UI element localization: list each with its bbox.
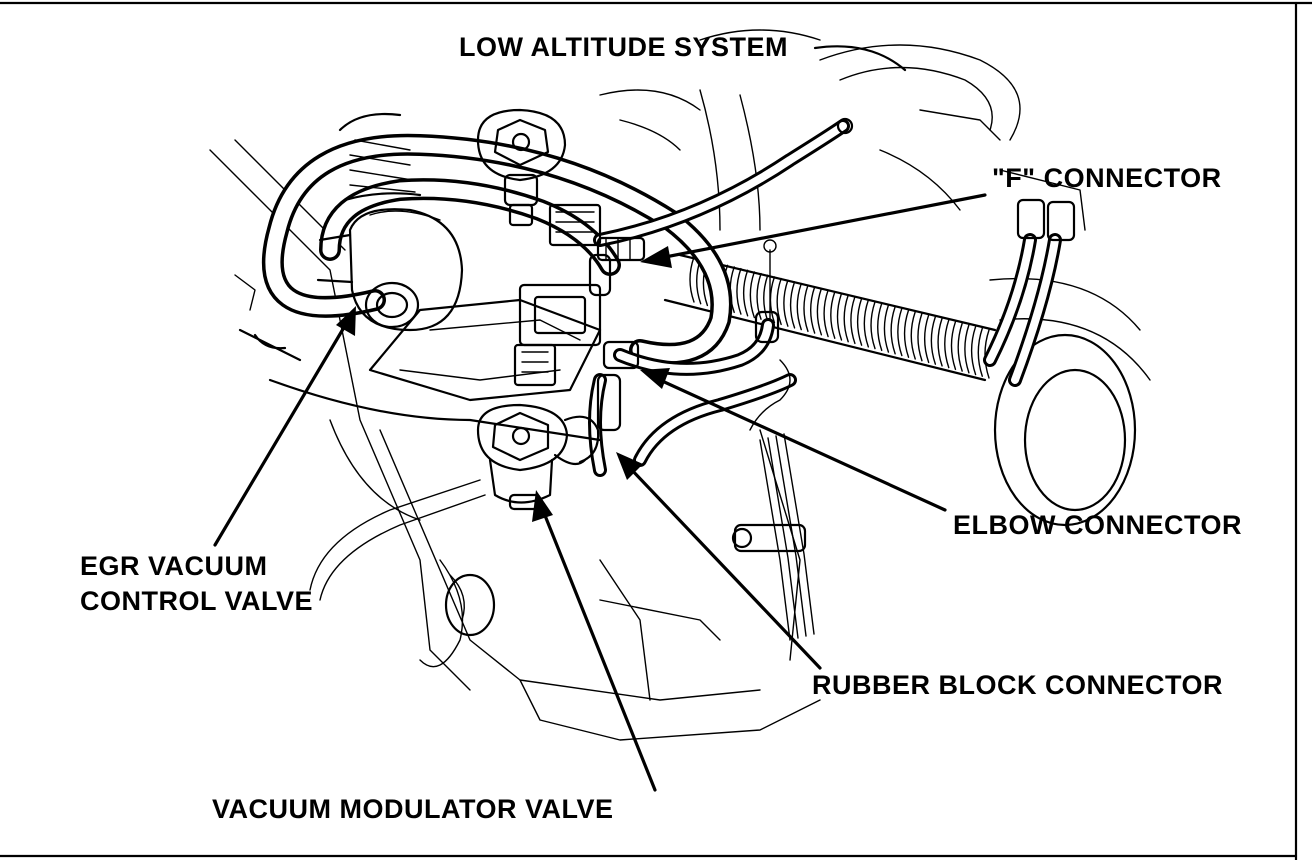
hose-rib xyxy=(890,306,896,355)
hose-rib xyxy=(742,269,749,317)
hose-rib xyxy=(944,319,950,369)
hose-rib xyxy=(883,304,890,353)
egr-secondary-line xyxy=(309,479,486,601)
pulley xyxy=(989,277,1151,527)
egr-valve-label-line2: CONTROL VALVE xyxy=(80,586,313,616)
hose-rib xyxy=(984,329,990,379)
hose-rib xyxy=(863,299,870,348)
vacuum-modulator-valve-label: VACUUM MODULATOR VALVE xyxy=(212,794,614,824)
hose-rib xyxy=(769,276,776,324)
hose-rib xyxy=(964,324,970,374)
hose-rib xyxy=(776,277,782,326)
rubber-block-leader xyxy=(616,452,822,670)
f-connector-label: "F" CONNECTOR xyxy=(992,163,1222,193)
hose-rib xyxy=(910,311,916,360)
f-connector-leader xyxy=(640,193,987,268)
elbow-connector-label: ELBOW CONNECTOR xyxy=(953,510,1242,540)
hose-rib xyxy=(830,291,836,339)
hose-rib xyxy=(950,321,957,371)
hose-rib xyxy=(749,271,756,319)
corrugated-hose xyxy=(663,253,997,382)
right-tubes xyxy=(983,169,1086,387)
hose-rib xyxy=(897,307,903,357)
hose-rib xyxy=(823,289,829,338)
hose-rib xyxy=(789,281,796,329)
hose-rib xyxy=(970,325,977,376)
rubber-block-connector-label: RUBBER BLOCK CONNECTOR xyxy=(812,670,1223,700)
f-connector-shape xyxy=(588,236,646,297)
hose-rib xyxy=(836,292,843,341)
vacuum-modulator-knob xyxy=(476,403,600,511)
hose-rib xyxy=(877,302,883,352)
title-tail-stroke xyxy=(813,45,907,72)
hose-rib xyxy=(796,282,802,331)
hose-rib xyxy=(930,316,937,365)
hose-rib xyxy=(689,256,695,303)
left-ribbed-hose xyxy=(338,112,422,202)
engine-illustration xyxy=(209,29,1151,741)
hose-rib xyxy=(816,287,823,336)
upper-vacuum-hose xyxy=(319,178,621,276)
rubber-block-connector-shape xyxy=(596,340,640,432)
hose-rib xyxy=(843,294,849,343)
small-tube-upper-right xyxy=(593,117,854,247)
wire-bundle xyxy=(731,433,815,641)
hose-rib xyxy=(736,267,742,315)
hose-rib xyxy=(917,312,923,362)
solenoid-block xyxy=(513,203,602,387)
vacuum-modulator-leader xyxy=(532,490,657,792)
hose-rib xyxy=(923,314,930,364)
hose-rib xyxy=(903,309,910,358)
elbow-connector-leader xyxy=(640,368,947,512)
hose-rib xyxy=(957,322,963,372)
upper-knob xyxy=(476,108,567,227)
hose-rib xyxy=(783,279,789,327)
hose-rib xyxy=(977,327,983,377)
hose-rib xyxy=(809,286,816,334)
hose-rib xyxy=(803,284,809,333)
hose-rib xyxy=(937,317,943,367)
egr-valve-label-line1: EGR VACUUM xyxy=(80,551,268,581)
leader-lines xyxy=(213,193,987,792)
hose-rib xyxy=(856,297,863,346)
vacuum-hose-loop xyxy=(262,133,733,365)
hose-rib xyxy=(870,301,876,350)
labels: LOW ALTITUDE SYSTEM "F" CONNECTOR ELBOW … xyxy=(80,32,1242,824)
title-label: LOW ALTITUDE SYSTEM xyxy=(459,32,788,62)
hose-rib xyxy=(756,272,762,320)
hose-rib xyxy=(850,296,856,345)
egr-valve-leader xyxy=(213,306,356,547)
hose-rib xyxy=(763,274,769,322)
egr-vacuum-control-valve-body xyxy=(316,208,464,332)
